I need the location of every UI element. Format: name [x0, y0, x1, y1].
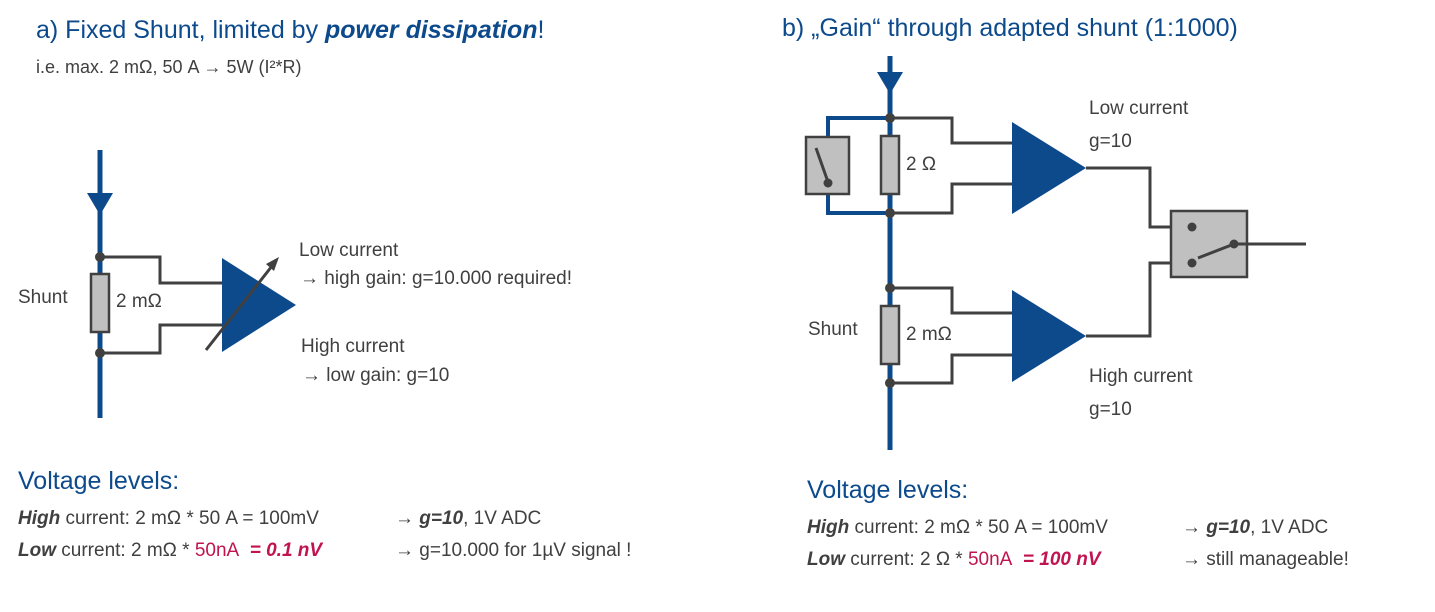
left-voltage-line-low: Low current: 2 mΩ * 50nA = 0.1 nV: [18, 540, 323, 561]
right-resistor-top-value: 2 Ω: [906, 154, 937, 175]
right-voltage-line-high: High current: 2 mΩ * 50 A = 100mV: [807, 517, 1108, 538]
right-title: b) „Gain“ through adapted shunt (1:1000): [782, 14, 1238, 42]
right-voltage-line-low-result: → still manageable!: [1182, 549, 1349, 570]
left-low-current-note: → high gain: g=10.000 required!: [300, 268, 573, 289]
low-current-amplifier: [1012, 122, 1086, 214]
left-circuit: [87, 150, 296, 418]
left-high-current-title: High current: [301, 336, 405, 357]
left-title: a) Fixed Shunt, limited by power dissipa…: [36, 16, 545, 44]
right-voltage-title: Voltage levels:: [807, 476, 969, 504]
left-voltage-line-low-result: → g=10.000 for 1µV signal !: [395, 540, 632, 561]
resistor-2-ohm: [879, 134, 901, 196]
left-shunt-resistor: [89, 272, 111, 334]
right-voltage-line-high-result: → g=10, 1V ADC: [1182, 517, 1329, 538]
left-low-current-title: Low current: [299, 240, 399, 261]
left-shunt-label: Shunt: [18, 287, 68, 308]
right-high-current-gain: g=10: [1089, 399, 1132, 420]
right-low-current-gain: g=10: [1089, 131, 1132, 152]
right-shunt-label: Shunt: [808, 319, 858, 340]
left-voltage-line-high-result: → g=10, 1V ADC: [395, 508, 542, 529]
left-variable-amplifier: [222, 258, 296, 352]
right-high-current-title: High current: [1089, 366, 1193, 387]
high-current-amplifier: [1012, 290, 1086, 382]
right-low-current-title: Low current: [1089, 98, 1189, 119]
left-resistor-value: 2 mΩ: [116, 291, 162, 312]
right-current-arrow: [877, 72, 903, 94]
left-title-emphasis: power dissipation: [325, 16, 538, 44]
left-voltage-title: Voltage levels:: [18, 467, 180, 495]
left-current-arrow: [87, 193, 113, 215]
right-voltage-line-low: Low current: 2 Ω * 50nA = 100 nV: [807, 549, 1101, 570]
right-resistor-bottom-value: 2 mΩ: [906, 324, 952, 345]
left-subtitle: i.e. max. 2 mΩ, 50 A → 5W (I²*R): [36, 57, 302, 77]
right-circuit: [804, 56, 1306, 450]
left-voltage-line-high: High current: 2 mΩ * 50 A = 100mV: [18, 508, 319, 529]
left-high-current-note: → low gain: g=10: [302, 365, 450, 386]
resistor-2-milliohm: [879, 304, 901, 366]
